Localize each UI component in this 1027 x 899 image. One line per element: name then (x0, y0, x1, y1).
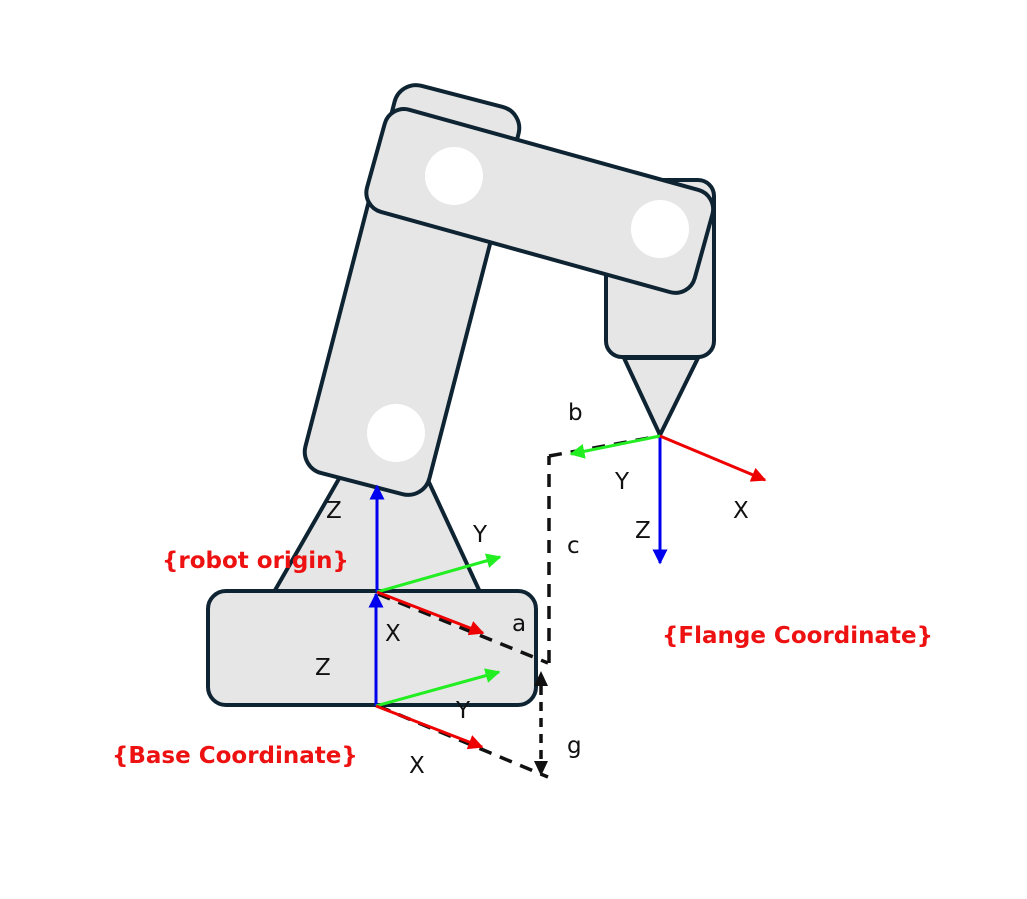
base-frame-label: {Base Coordinate} (112, 743, 358, 769)
robot-origin-y-label: Y (472, 522, 488, 548)
flange-x-label: X (733, 498, 749, 524)
flange-z-label: Z (635, 518, 651, 544)
flange-y-axis (569, 434, 661, 459)
dimension-g-arrow-up-icon (534, 671, 548, 686)
elbow-joint-icon (631, 200, 689, 258)
robot-base-box (206, 589, 538, 707)
robot-origin-z-label: Z (326, 498, 342, 524)
base-y-axis (375, 668, 501, 708)
dimension-g-label: g (567, 733, 582, 759)
flange-frame-label: {Flange Coordinate} (662, 623, 933, 649)
robot-origin-y-axis (376, 553, 502, 594)
dimension-line-a (377, 592, 549, 665)
flange-x-axis (659, 434, 767, 482)
dimension-g-arrow-down-icon (534, 761, 548, 776)
dimension-a-label: a (512, 611, 526, 637)
base-z-label: Z (315, 655, 331, 681)
base-y-label: Y (455, 698, 471, 724)
dimension-b-label: b (568, 400, 583, 426)
base-x-axis (375, 704, 484, 750)
dimension-c-label: c (567, 533, 580, 559)
base-joint-icon (367, 404, 425, 462)
robot-origin-x-label: X (385, 621, 401, 647)
robot-origin-frame-label: {robot origin} (162, 548, 349, 574)
robot-flange-cone (620, 356, 702, 440)
shoulder-joint-icon (425, 147, 483, 205)
robot-origin-x-axis (376, 590, 485, 636)
base-x-label: X (409, 753, 425, 779)
flange-y-label: Y (614, 469, 630, 495)
